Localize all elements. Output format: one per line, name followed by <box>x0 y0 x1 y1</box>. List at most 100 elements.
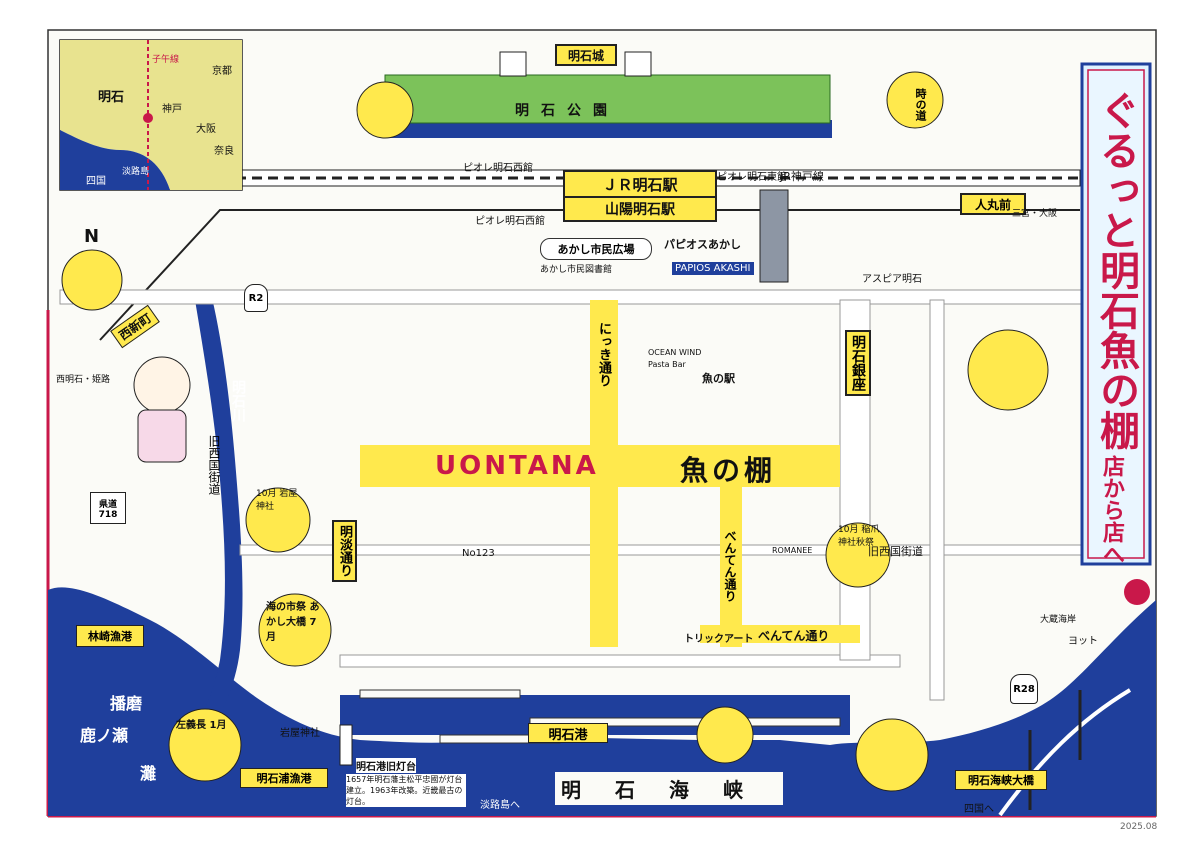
festival-circle-6 <box>356 81 414 139</box>
festival-circle-1 <box>245 487 311 553</box>
papios-label: パピオスあかし <box>664 238 741 251</box>
inset-label-kobe: 神戸 <box>162 104 182 115</box>
sumiyoshi-label: 大蔵海岸 <box>1040 615 1077 625</box>
year-label: 2025.08 <box>1120 822 1158 832</box>
pedestrian-sub-label: あかし市民図書館 <box>540 265 613 275</box>
uontana-station-label: 魚の駅 <box>702 372 735 385</box>
prefectural-road-label: 県道 718 <box>90 492 126 524</box>
ginza-street-label: 明石銀座 <box>845 330 871 396</box>
festival-circle-2 <box>258 593 332 667</box>
park-green <box>384 74 831 124</box>
logo-seal <box>1124 579 1150 605</box>
inset-label-kyoto: 京都 <box>212 66 232 77</box>
himeji-label: 西明石・姫路 <box>56 375 111 385</box>
festival-10-label: 10月 稲爪神社秋祭 <box>838 525 880 548</box>
festival-10b-label: 10月 岩屋神社 <box>256 489 298 512</box>
benten-street <box>720 487 742 647</box>
harima-label: 播磨 <box>110 694 143 713</box>
benten-street-label: べんてん通り <box>723 530 737 602</box>
festival-circle-8 <box>855 718 929 792</box>
south-street <box>590 487 618 647</box>
festival-circle-5 <box>967 329 1049 411</box>
benten-bottom <box>700 625 860 643</box>
no123-label: No123 <box>462 548 495 559</box>
mascot-head <box>133 356 191 414</box>
inset-label-akashi: 明石 <box>98 90 125 105</box>
inset-label-shikoku: 四国 <box>86 176 106 187</box>
piole-west-label: ピオレ明石西館 <box>463 163 533 174</box>
yacht-label: ヨット <box>1068 636 1098 647</box>
toki-road-label: 時の道 <box>914 88 927 121</box>
castle-icon-2 <box>624 51 652 77</box>
title-main: ぐるっと明石魚の棚 <box>1093 90 1139 450</box>
nishiguni-label: 旧西国街道 <box>207 435 221 495</box>
r28-label: R28 <box>1010 674 1038 704</box>
piole-east-label: ピオレ明石東館 <box>717 172 787 183</box>
festival-circle-3 <box>168 708 242 782</box>
piole-sub-label: ピオレ明石西館 <box>475 216 545 227</box>
inset-label-osaka: 大阪 <box>196 124 216 135</box>
festival-circle-9 <box>886 71 944 129</box>
bridge-label: 明石海峡大橋 <box>955 770 1047 790</box>
bridge <box>998 688 1132 817</box>
festival-1-label: 左義長 1月 <box>176 720 227 731</box>
akashi-river <box>190 298 243 740</box>
romanee-label: ROMANEE <box>772 546 813 555</box>
hayashizaki-port-label: 林崎漁港 <box>76 625 144 647</box>
pier-1 <box>359 689 521 699</box>
mascot-body <box>137 409 187 463</box>
r2-label: R2 <box>244 284 268 312</box>
title-sub: 店から店へ <box>1099 455 1124 565</box>
park-label: 明石公園 <box>515 103 619 119</box>
inset-akashi-dot <box>143 113 153 123</box>
sannomiya-label: 三宮・大阪 <box>1012 209 1058 219</box>
pedestrian-square-label[interactable]: あかし市民広場 <box>540 238 652 260</box>
jr-station-label[interactable]: ＪＲ明石駅 <box>563 170 717 198</box>
lighthouse-label: 明石港旧灯台 <box>356 758 416 773</box>
shikoku-ferry-label: 四国へ <box>964 804 994 815</box>
uontana-roman: UONTANA <box>435 451 599 481</box>
akashi-fish-port-label: 明石浦漁港 <box>240 768 328 788</box>
compass-label: N <box>84 226 100 247</box>
road-vertical-2 <box>929 299 945 701</box>
pasta-label: Pasta Bar <box>648 360 686 369</box>
compass-mascot <box>61 249 123 311</box>
festival-circle-7 <box>696 706 754 764</box>
inset-sea <box>60 130 170 190</box>
strait-label: 明石海峡 <box>555 772 783 805</box>
ocean-wind-label: OCEAN WIND <box>648 348 702 357</box>
nikki-street-label: にっき通り <box>596 322 611 387</box>
castle-icon <box>499 51 527 77</box>
uontana-kanji: 魚の棚 <box>680 454 777 487</box>
inset-label-awaji: 淡路島 <box>122 167 150 177</box>
kanose-label: 鹿ノ瀬 <box>80 726 129 745</box>
nada-label: 灘 <box>140 764 157 783</box>
papios-en-label: PAPIOS AKASHI <box>672 262 754 275</box>
benten-street-label-2: べんてん通り <box>758 629 830 643</box>
festival-circle-4 <box>825 522 891 588</box>
akashi-river-label: 明石川 <box>230 380 246 422</box>
aspia-label: アスピア明石 <box>862 274 922 285</box>
nishiguni-label-2: 旧西国街道 <box>868 545 923 558</box>
trick-art-label: トリックアート <box>684 634 754 645</box>
meitan-street-label: 明淡通り <box>332 520 357 582</box>
title-panel-inner <box>1087 69 1145 559</box>
inset-label-nara: 奈良 <box>214 146 234 157</box>
pier-2 <box>529 717 841 727</box>
tower-building <box>759 189 789 283</box>
inset-label-line: 子午線 <box>152 55 180 65</box>
awaji-ferry-label: 淡路島へ <box>480 800 520 811</box>
akashi-port-label: 明石港 <box>528 723 608 743</box>
lighthouse-icon <box>339 724 353 766</box>
kobe-line-label: JR神戸線 <box>780 170 824 183</box>
castle-label[interactable]: 明石城 <box>555 44 617 66</box>
sanyo-station-label[interactable]: 山陽明石駅 <box>563 196 717 222</box>
iwaya-label: 岩屋神社 <box>280 728 320 739</box>
lighthouse-note: 1657年明石藩主松平忠國が灯台建立。1963年改築。近畿最古の灯台。 <box>346 774 466 807</box>
hitomaru-label[interactable]: 人丸前 <box>960 193 1026 215</box>
nikki-street <box>590 300 618 460</box>
road-horizontal-3 <box>339 654 901 668</box>
park-moat <box>382 120 832 138</box>
